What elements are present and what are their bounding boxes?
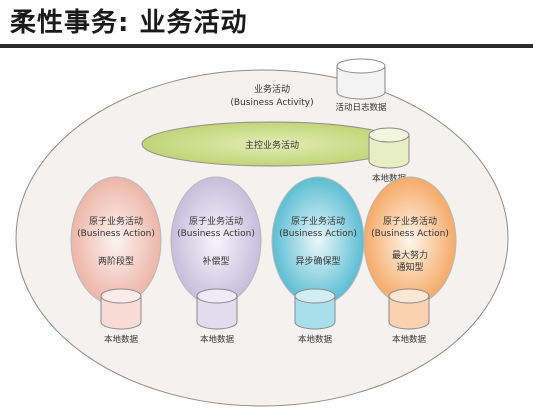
action-1-storage-label: 本地数据 <box>104 334 139 345</box>
action-2-type: 补偿型 <box>202 255 229 267</box>
action-1-label-cn: 原子业务活动 <box>89 215 143 227</box>
action-2-label-cn: 原子业务活动 <box>189 215 243 227</box>
action-4-storage-label: 本地数据 <box>392 334 427 345</box>
action-3-label-en: (Business Action) <box>279 229 357 239</box>
page-title: 柔性事务: 业务活动 <box>10 8 248 38</box>
action-4-label-en: (Business Action) <box>371 229 449 239</box>
action-1-type: 两阶段型 <box>98 255 134 267</box>
main-activity-label: 主控业务活动 <box>245 139 299 151</box>
title-underline <box>0 44 533 48</box>
action-4-type-line1: 最大努力 <box>392 249 428 261</box>
main-storage-database-icon <box>368 127 410 169</box>
action-2-database-icon <box>196 288 238 330</box>
action-3-database-icon <box>294 288 336 330</box>
action-2-storage-label: 本地数据 <box>200 334 235 345</box>
activity-log-label: 活动日志数据 <box>335 102 387 113</box>
business-action-best-effort <box>363 176 457 306</box>
business-action-compensation <box>170 176 262 306</box>
action-4-label-cn: 原子业务活动 <box>383 215 437 227</box>
action-1-database-icon <box>100 288 142 330</box>
action-3-storage-label: 本地数据 <box>298 334 333 345</box>
activity-label-cn: 业务活动 <box>254 83 290 95</box>
business-action-two-phase <box>70 176 162 306</box>
action-3-type: 异步确保型 <box>295 255 340 267</box>
action-1-label-en: (Business Action) <box>77 229 155 239</box>
action-4-database-icon <box>388 288 430 330</box>
activity-log-database-icon <box>336 58 386 100</box>
main-storage-label: 本地数据 <box>372 173 407 184</box>
action-3-label-cn: 原子业务活动 <box>291 215 345 227</box>
action-2-label-en: (Business Action) <box>177 229 255 239</box>
activity-label-en: (Business Activity) <box>230 98 313 108</box>
business-action-async-assured <box>271 176 365 306</box>
action-4-type-line2: 通知型 <box>396 261 423 273</box>
